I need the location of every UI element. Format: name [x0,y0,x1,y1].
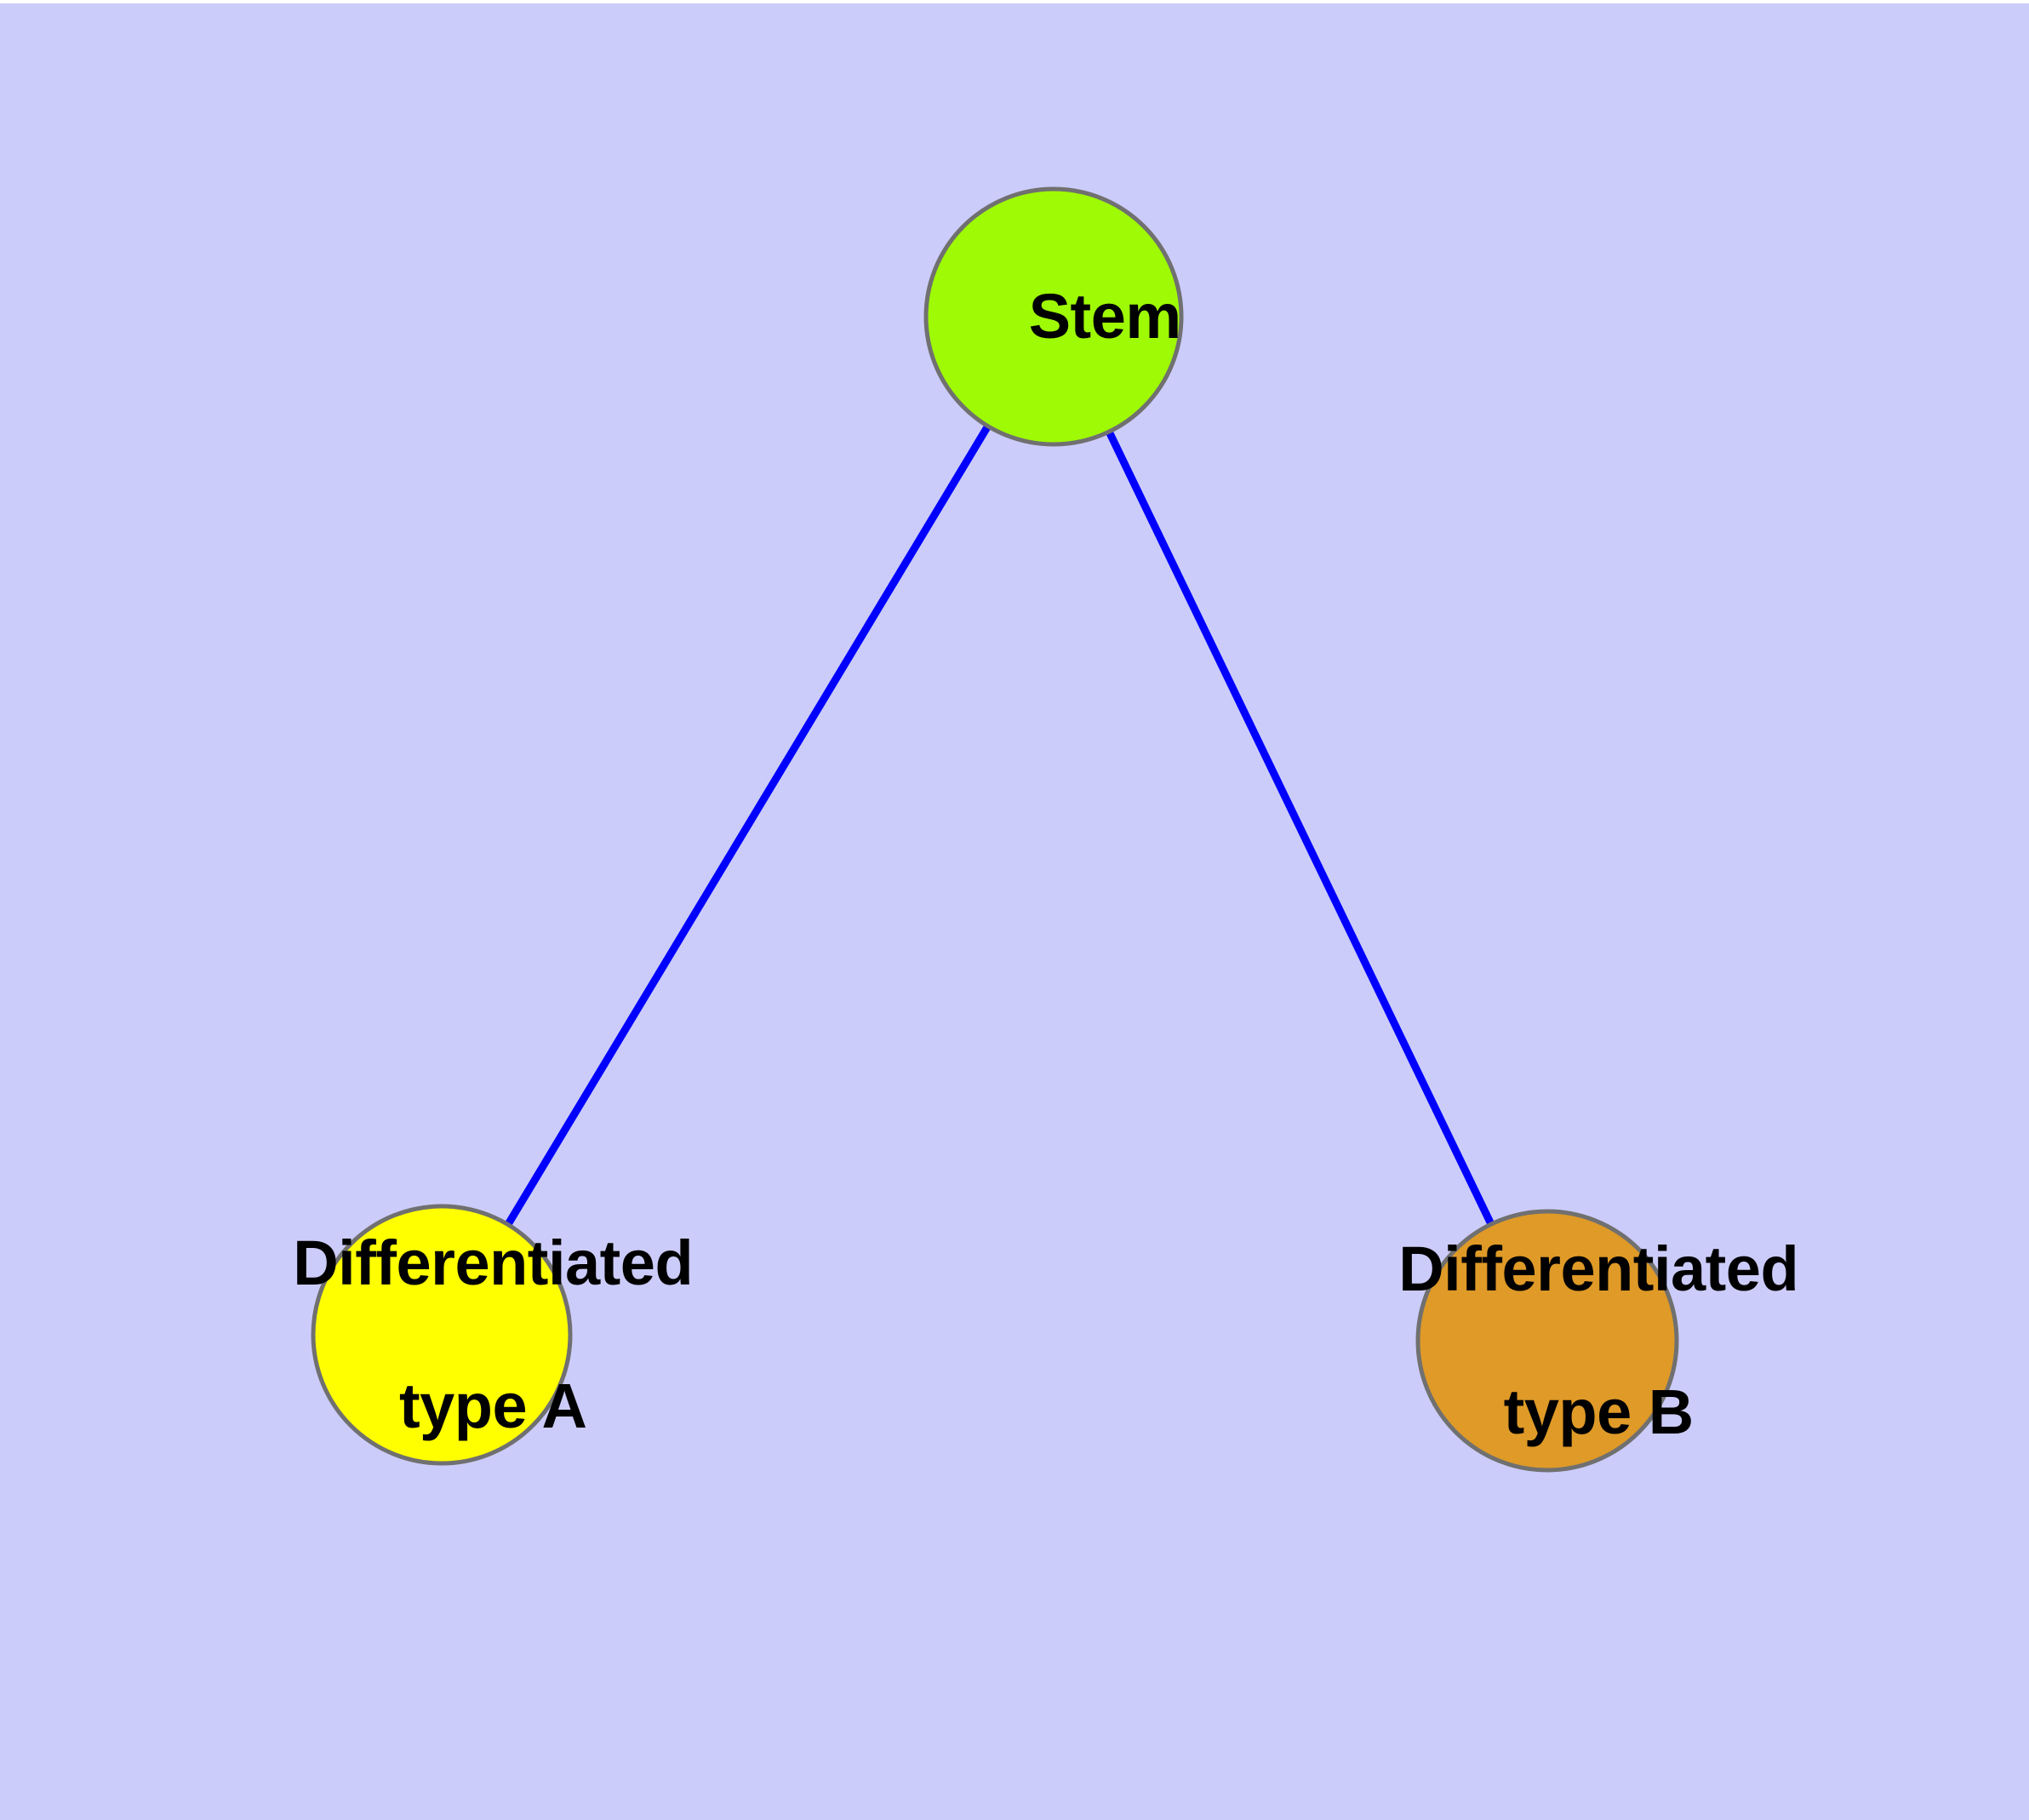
edge-stem-to-differentiated-type-a [438,314,1057,1337]
node-circle-differentiated-type-a[interactable] [311,1204,573,1466]
edge-layer [438,314,1552,1342]
node-layer [311,186,1679,1473]
node-circle-differentiated-type-b[interactable] [1415,1209,1679,1473]
graph-svg [311,186,1679,1473]
edge-stem-to-differentiated-type-b [1049,315,1552,1342]
node-circle-stem[interactable] [923,186,1184,447]
diagram-background: Stem Differentiated type A Differentiate… [0,3,2029,1820]
